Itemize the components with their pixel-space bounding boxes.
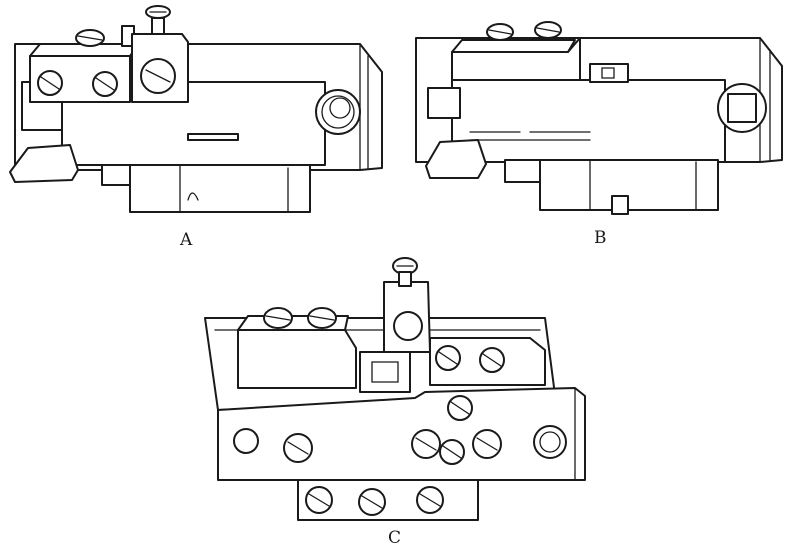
view-c-drawing — [204, 257, 586, 521]
view-b-drawing — [415, 21, 783, 215]
view-a-drawing — [9, 5, 383, 213]
label-a: A — [180, 230, 193, 250]
label-c: C — [388, 528, 402, 548]
label-b: B — [594, 228, 607, 248]
